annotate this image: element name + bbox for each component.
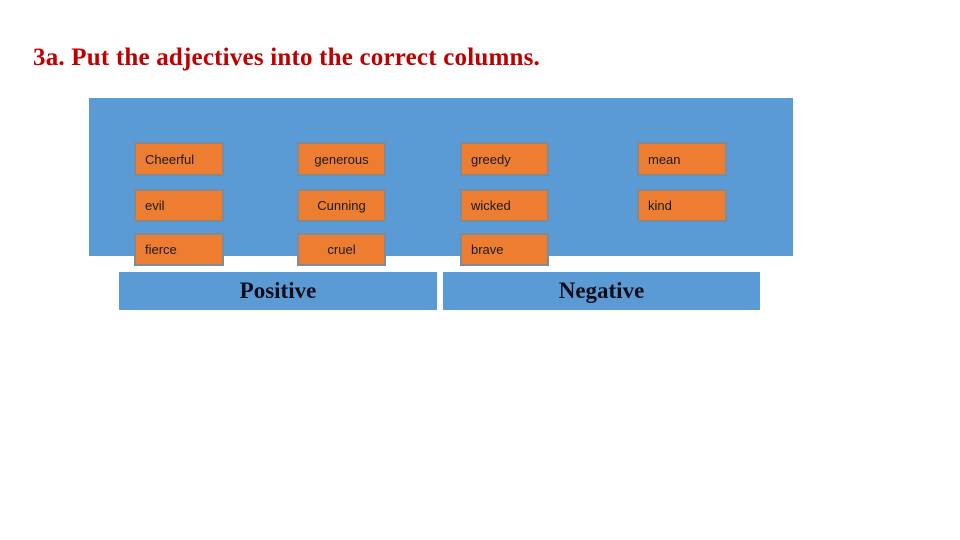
word-chip-label: mean (648, 151, 681, 167)
word-chip-mean[interactable]: mean (637, 142, 727, 176)
word-chip-generous[interactable]: generous (297, 142, 386, 176)
word-chip-label: kind (648, 198, 672, 213)
word-chip-label: generous (314, 151, 369, 167)
word-bank-panel (89, 98, 793, 256)
word-chip-kind[interactable]: kind (637, 189, 727, 222)
word-chip-label: fierce (145, 242, 177, 257)
word-chip-label: wicked (471, 198, 511, 213)
word-chip-cunning[interactable]: Cunning (297, 189, 386, 222)
word-chip-evil[interactable]: evil (134, 189, 224, 222)
word-chip-cruel[interactable]: cruel (297, 233, 386, 266)
word-chip-label: Cunning (317, 198, 366, 213)
word-chip-fierce[interactable]: fierce (134, 233, 224, 266)
word-chip-label: cruel (327, 242, 356, 257)
category-bar-positive[interactable]: Positive (119, 272, 437, 310)
word-chip-label: evil (145, 198, 165, 213)
category-label: Negative (558, 278, 645, 303)
word-chip-label: brave (471, 242, 504, 257)
word-chip-cheerful[interactable]: Cheerful (134, 142, 224, 176)
word-chip-brave[interactable]: brave (460, 233, 549, 266)
category-bar-negative[interactable]: Negative (443, 272, 760, 310)
page-title: 3a. Put the adjectives into the correct … (33, 44, 540, 71)
category-label: Positive (239, 278, 317, 303)
word-chip-greedy[interactable]: greedy (460, 142, 549, 176)
word-chip-label: Cheerful (145, 151, 195, 167)
word-chip-label: greedy (471, 151, 511, 167)
word-chip-wicked[interactable]: wicked (460, 189, 549, 222)
